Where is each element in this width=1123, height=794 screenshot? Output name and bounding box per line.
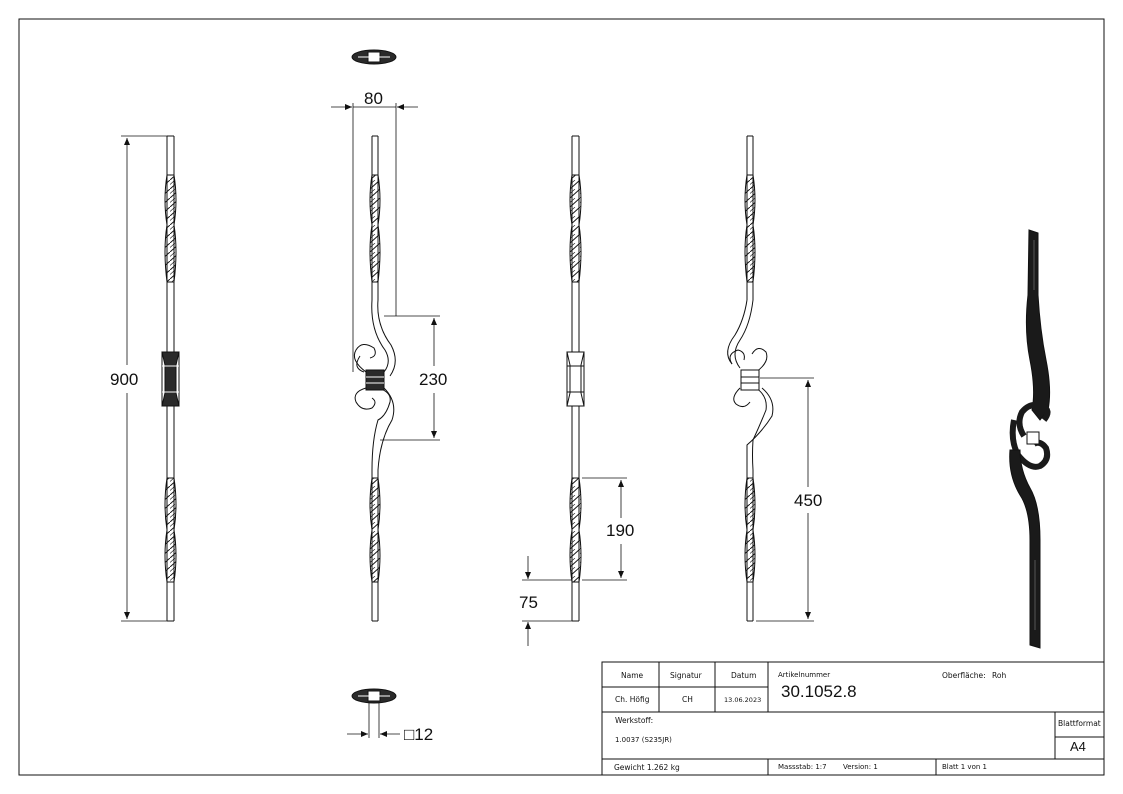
article-label: Artikelnummer <box>778 671 831 679</box>
header-name: Name <box>621 671 644 680</box>
sheet-number: Blatt 1 von 1 <box>942 763 987 771</box>
value-date: 13.06.2023 <box>724 696 762 704</box>
format-label: Blattformat <box>1058 719 1101 728</box>
dim-900 <box>121 135 167 622</box>
weight: Gewicht 1.262 kg <box>614 763 680 772</box>
scale: Massstab: 1:7 <box>778 763 827 771</box>
front-view-2 <box>727 135 774 622</box>
dim-label-230: 230 <box>419 370 448 389</box>
surface-value: Roh <box>992 671 1007 680</box>
title-block-grid <box>601 661 1105 776</box>
format-value: A4 <box>1070 739 1086 754</box>
dim-75 <box>522 556 572 646</box>
header-signature: Signatur <box>670 671 702 680</box>
bottom-section-view <box>351 688 397 704</box>
material-value: 1.0037 (S235JR) <box>615 736 672 744</box>
dim-label-80: 80 <box>364 89 383 108</box>
dim-label-900: 900 <box>110 370 139 389</box>
value-signature: CH <box>682 695 693 704</box>
surface-label: Oberfläche: <box>942 671 986 680</box>
dim-label-450: 450 <box>794 491 823 510</box>
top-section-view <box>351 49 397 65</box>
dim-label-75: 75 <box>519 593 538 612</box>
material-label: Werkstoff: <box>615 716 654 725</box>
value-name: Ch. Höfig <box>615 695 650 704</box>
side-view <box>161 135 180 622</box>
dim-label-square-12: □12 <box>404 725 434 744</box>
dim-80 <box>331 103 418 372</box>
side-view-2 <box>566 135 585 622</box>
dim-12 <box>347 703 400 738</box>
dim-190 <box>582 477 627 581</box>
sheet-border <box>18 18 1105 776</box>
header-date: Datum <box>731 671 757 680</box>
article-number: 30.1052.8 <box>781 682 857 701</box>
isometric-view <box>1009 229 1051 649</box>
dim-label-190: 190 <box>606 521 635 540</box>
version: Version: 1 <box>843 763 878 771</box>
dim-230 <box>380 315 440 441</box>
dim-450 <box>756 377 814 622</box>
front-view <box>353 135 396 622</box>
